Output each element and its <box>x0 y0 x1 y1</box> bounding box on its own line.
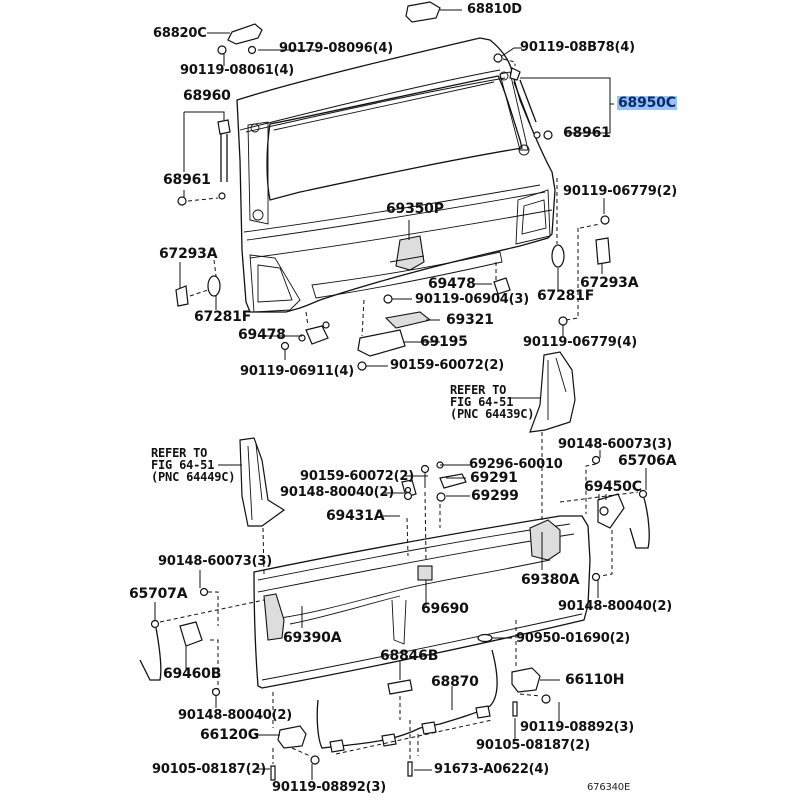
part-label-90950-01690[interactable]: 90950-01690(2) <box>516 631 630 646</box>
motor-69450c <box>585 455 625 582</box>
garnish-left <box>175 259 221 307</box>
part-label-90119-06904[interactable]: 90119-06904(3) <box>415 292 529 307</box>
reference-note-left-line1: REFER TO <box>151 446 208 460</box>
part-label-90148-80040-bottom[interactable]: 90148-80040(2) <box>178 708 292 723</box>
gas-strut-right <box>493 53 553 140</box>
part-label-66120g[interactable]: 66120G <box>200 727 259 743</box>
reference-note-right-line1: REFER TO <box>450 383 507 397</box>
gasket-90950 <box>477 633 493 643</box>
part-label-90119-08892-right[interactable]: 90119-08892(3) <box>520 720 634 735</box>
garnish-right <box>551 178 611 326</box>
striker-69350p <box>389 235 425 271</box>
part-label-69321[interactable]: 69321 <box>446 312 494 328</box>
handle-69321 <box>383 294 432 329</box>
part-label-67281f-left[interactable]: 67281F <box>194 309 252 325</box>
trim-right-64439c <box>529 351 576 520</box>
part-label-69350p[interactable]: 69350P <box>386 201 444 217</box>
switch-66110h <box>511 620 551 717</box>
bracket-68820c <box>217 23 263 55</box>
part-label-65706a[interactable]: 65706A <box>618 453 677 469</box>
part-label-90148-60073-left[interactable]: 90148-60073(3) <box>158 554 272 569</box>
lower-tailgate-panel <box>253 515 591 689</box>
part-label-68870[interactable]: 68870 <box>431 674 479 690</box>
bracket-68810d <box>405 1 441 23</box>
upper-back-door-panel <box>236 37 556 313</box>
leader-lines <box>154 9 647 780</box>
part-label-68846b[interactable]: 68846B <box>380 648 439 664</box>
part-label-69299[interactable]: 69299 <box>471 488 519 504</box>
part-label-90148-60073-right[interactable]: 90148-60073(3) <box>558 437 672 452</box>
part-label-90105-08187-right[interactable]: 90105-08187(2) <box>476 738 590 753</box>
reference-note-left-line3: (PNC 64449C) <box>151 470 236 484</box>
part-label-69296-60010[interactable]: 69296-60010 <box>469 457 563 472</box>
part-label-90119-06779-2[interactable]: 90119-06779(2) <box>563 184 677 199</box>
part-label-67281f-right[interactable]: 67281F <box>537 288 595 304</box>
reference-note-right-line2: FIG 64-51 <box>450 395 514 409</box>
part-label-69478-right[interactable]: 69478 <box>428 276 476 292</box>
figure-code: 676340E <box>587 782 631 793</box>
part-label-65707a[interactable]: 65707A <box>129 586 188 602</box>
motor-69460b <box>179 587 221 697</box>
part-label-90105-08187-left[interactable]: 90105-08187(2) <box>152 762 266 777</box>
part-label-69690[interactable]: 69690 <box>421 601 469 617</box>
part-label-67293a-right[interactable]: 67293A <box>580 275 639 291</box>
part-label-66110h[interactable]: 66110H <box>565 672 625 688</box>
harness-68870 <box>316 649 498 756</box>
part-label-90119-08b78[interactable]: 90119-08B78(4) <box>520 40 635 55</box>
sensor-65707a <box>139 599 265 681</box>
part-label-69291[interactable]: 69291 <box>470 470 518 486</box>
bolts-bottom <box>407 720 413 777</box>
reference-note-left-line2: FIG 64-51 <box>151 458 215 472</box>
sensor-65706a <box>559 489 650 549</box>
part-label-90119-08061[interactable]: 90119-08061(4) <box>180 63 294 78</box>
switch-68846b <box>387 660 413 720</box>
switch-66120g <box>270 692 320 781</box>
part-label-90119-08892-left[interactable]: 90119-08892(3) <box>272 780 386 795</box>
part-label-90119-06779-4[interactable]: 90119-06779(4) <box>523 335 637 350</box>
part-label-68961-left[interactable]: 68961 <box>163 172 211 188</box>
part-label-90119-06911[interactable]: 90119-06911(4) <box>240 364 354 379</box>
part-label-90148-80040-top[interactable]: 90148-80040(2) <box>280 485 394 500</box>
part-label-69195[interactable]: 69195 <box>420 334 468 350</box>
part-label-68960[interactable]: 68960 <box>183 88 231 104</box>
trim-left-64449c <box>239 437 286 575</box>
part-label-90159-60072-top[interactable]: 90159-60072(2) <box>390 358 504 373</box>
bumper-69478-left <box>280 311 330 351</box>
part-label-69380a[interactable]: 69380A <box>521 572 580 588</box>
part-label-90179-08096[interactable]: 90179-08096(4) <box>279 41 393 56</box>
bumper-69478-right <box>493 262 511 295</box>
part-label-69431a[interactable]: 69431A <box>326 508 385 524</box>
part-label-91673-a0622[interactable]: 91673-A0622(4) <box>434 762 549 777</box>
gas-strut-left <box>177 119 231 206</box>
part-label-68961-right[interactable]: 68961 <box>563 125 611 141</box>
part-label-68820c[interactable]: 68820C <box>153 26 207 41</box>
part-label-69478-left[interactable]: 69478 <box>238 327 286 343</box>
part-label-69390a[interactable]: 69390A <box>283 630 342 646</box>
part-label-69460b[interactable]: 69460B <box>163 666 222 682</box>
reference-note-right-line3: (PNC 64439C) <box>450 407 535 421</box>
part-label-69450c[interactable]: 69450C <box>584 479 642 495</box>
part-label-67293a-left[interactable]: 67293A <box>159 246 218 262</box>
part-label-68810d[interactable]: 68810D <box>467 2 522 17</box>
part-label-90159-60072-mid[interactable]: 90159-60072(2) <box>300 469 414 484</box>
part-label-68950c-highlighted[interactable]: 68950C <box>617 95 677 111</box>
part-label-90148-80040-right[interactable]: 90148-80040(2) <box>558 599 672 614</box>
